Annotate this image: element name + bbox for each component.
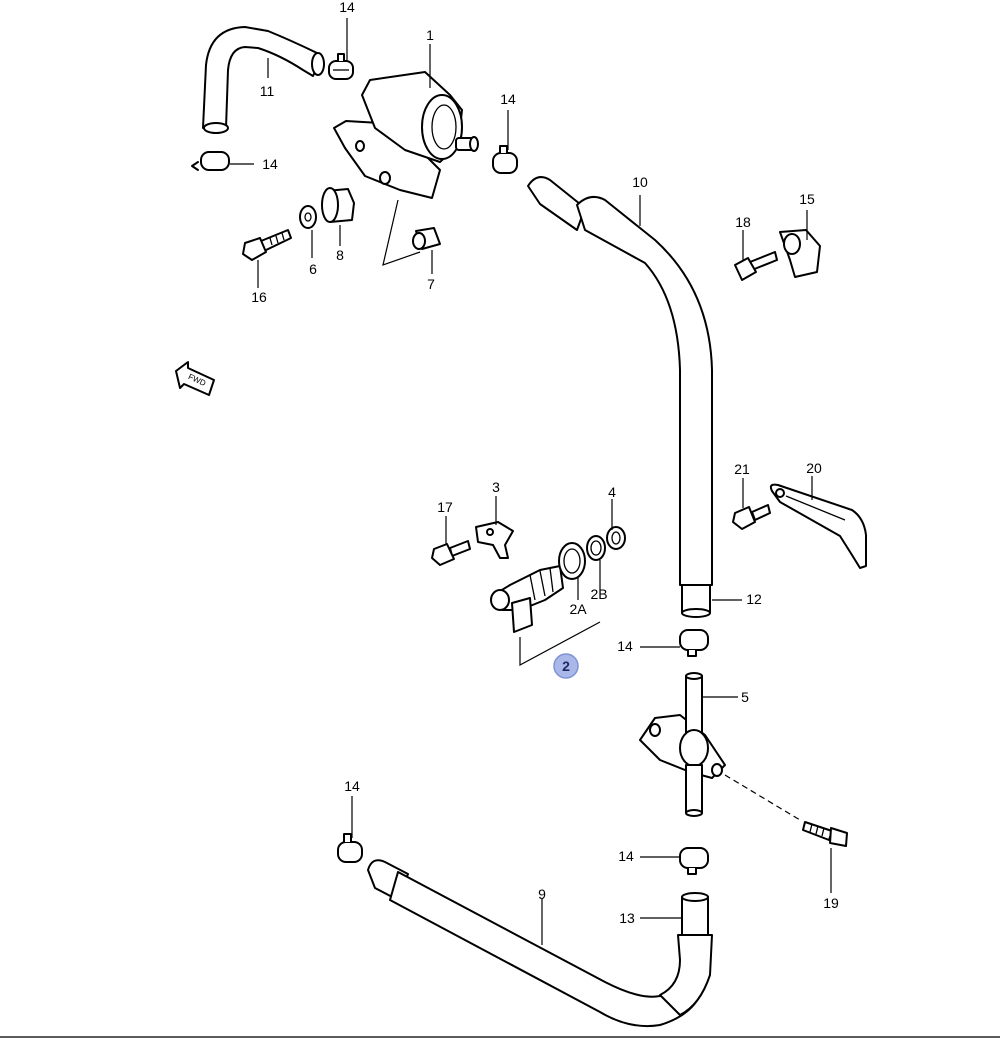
label-18: 18 <box>735 214 751 230</box>
washer-6[interactable] <box>299 205 317 229</box>
label-13: 13 <box>619 910 635 926</box>
leader-7 <box>382 199 421 266</box>
label-1: 1 <box>426 27 434 43</box>
clamp-14-e[interactable] <box>337 833 363 863</box>
screw-19[interactable] <box>802 821 848 847</box>
hose-13[interactable] <box>659 892 713 1016</box>
label-15: 15 <box>799 191 815 207</box>
label-20: 20 <box>806 460 822 476</box>
clamp-14-f[interactable] <box>679 847 709 875</box>
leader-2-bracket <box>519 560 601 667</box>
leader-lines <box>230 18 832 945</box>
label-19: 19 <box>823 895 839 911</box>
label-2b: 2B <box>590 586 607 602</box>
label-8: 8 <box>336 247 344 263</box>
clip-15[interactable] <box>779 229 821 278</box>
bolt-21[interactable] <box>732 504 771 530</box>
label-2: 2 <box>562 658 570 674</box>
label-2a: 2A <box>569 601 587 617</box>
clamp-14-a[interactable] <box>328 53 354 80</box>
label-17: 17 <box>437 499 453 515</box>
label-4: 4 <box>608 484 616 500</box>
bracket-20[interactable] <box>769 483 867 569</box>
label-14-c: 14 <box>262 156 278 172</box>
clamp-14-d[interactable] <box>679 629 709 657</box>
label-14-a: 14 <box>339 0 355 15</box>
fuel-injector-2[interactable] <box>490 565 564 633</box>
part-labels: 14 1 11 14 14 10 15 18 6 8 7 16 3 4 17 2… <box>251 0 839 926</box>
label-16: 16 <box>251 289 267 305</box>
o-ring-2b[interactable] <box>586 535 606 561</box>
highlighted-part-2-marker[interactable]: 2 <box>553 653 579 679</box>
clamp-14-b[interactable] <box>492 145 518 174</box>
label-10: 10 <box>632 174 648 190</box>
valve-5[interactable] <box>639 672 726 817</box>
label-3: 3 <box>492 479 500 495</box>
label-14-d: 14 <box>617 638 633 654</box>
clamp-14-c[interactable] <box>191 151 230 171</box>
ring-4[interactable] <box>606 526 626 550</box>
o-ring-2a[interactable] <box>558 542 586 580</box>
label-14-f: 14 <box>618 848 634 864</box>
label-14-b: 14 <box>500 91 516 107</box>
cushion-8[interactable] <box>321 187 355 223</box>
hose-11[interactable] <box>202 26 325 134</box>
label-5: 5 <box>741 689 749 705</box>
label-11: 11 <box>260 83 275 99</box>
label-7: 7 <box>427 276 435 292</box>
label-12: 12 <box>746 591 762 607</box>
label-6: 6 <box>309 261 317 277</box>
fuel-filter-1[interactable] <box>333 71 479 199</box>
collar-7[interactable] <box>412 227 441 250</box>
front-direction-arrow: FWD <box>175 361 215 396</box>
bolt-18[interactable] <box>734 251 778 281</box>
leader-19 <box>724 774 801 821</box>
bracket-3[interactable] <box>475 521 514 559</box>
label-14-e: 14 <box>344 778 360 794</box>
label-21: 21 <box>734 461 750 477</box>
bolt-17[interactable] <box>431 540 471 566</box>
bottom-divider <box>0 1036 1000 1038</box>
label-9: 9 <box>538 886 546 902</box>
bolt-16[interactable] <box>242 229 292 261</box>
hose-10[interactable] <box>527 176 713 618</box>
